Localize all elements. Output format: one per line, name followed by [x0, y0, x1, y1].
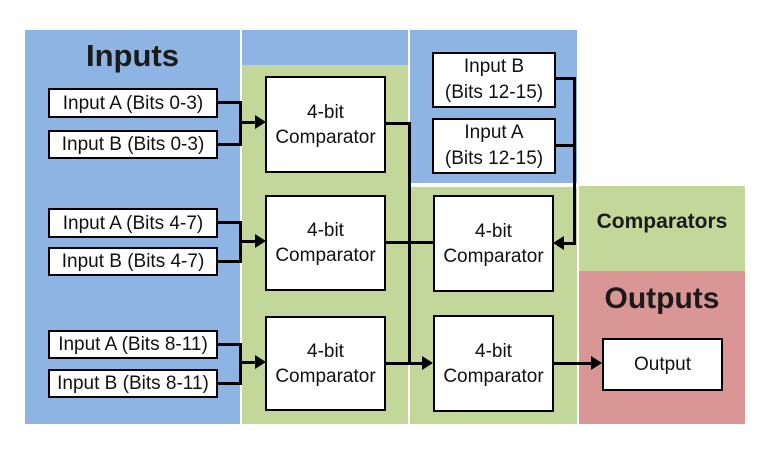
connector-line	[239, 343, 242, 385]
connector-line	[573, 77, 576, 245]
connector-line	[239, 121, 255, 124]
input-box-label: Input B	[463, 56, 525, 77]
input-box-b-8-11: Input B (Bits 8-11)	[48, 369, 218, 398]
comparator-box-5: 4-bit Comparator	[433, 315, 554, 412]
inputs-region-mid-top	[242, 30, 408, 65]
connector-line	[383, 241, 435, 244]
comparator-label: 4-bit	[475, 340, 512, 362]
input-box-b-4-7: Input B (Bits 4-7)	[48, 247, 218, 276]
comparator-box-1: 4-bit Comparator	[265, 76, 386, 173]
connector-line	[383, 362, 423, 365]
input-box-label: Input A	[464, 122, 524, 143]
input-box-b-12-15: Input B (Bits 12-15)	[432, 52, 556, 108]
comparator-label: Comparator	[275, 126, 376, 148]
comparator-label: Comparator	[443, 365, 544, 387]
connector-line	[551, 362, 592, 365]
connector-line	[216, 382, 239, 385]
connector-line	[554, 77, 576, 80]
input-box-label: (Bits 12-15)	[444, 148, 544, 169]
connector-line	[216, 343, 239, 346]
arrow-head-icon	[255, 355, 266, 369]
comparator-label: 4-bit	[307, 220, 344, 241]
comparator-label: 4-bit	[475, 220, 512, 242]
outputs-title: Outputs	[604, 282, 720, 315]
arrow-head-icon	[255, 234, 266, 248]
arrow-head-icon	[553, 236, 564, 250]
comparators-title: Comparators	[596, 210, 728, 233]
comparator-label: Comparator	[275, 365, 376, 387]
connector-line	[239, 240, 255, 243]
connector-line	[563, 242, 576, 245]
connector-line	[383, 122, 411, 125]
input-box-b-0-3: Input B (Bits 0-3)	[48, 130, 218, 159]
connector-line	[554, 144, 576, 147]
comparator-box-2: 4-bit Comparator	[265, 195, 386, 291]
comparator-label: Comparator	[443, 245, 544, 267]
input-box-a-12-15: Input A (Bits 12-15)	[432, 118, 556, 174]
arrow-head-icon	[422, 356, 433, 370]
comparator-label: 4-bit	[307, 340, 344, 362]
input-box-a-4-7: Input A (Bits 4-7)	[48, 208, 218, 238]
comparator-label: 4-bit	[307, 101, 344, 123]
input-box-label: (Bits 12-15)	[444, 82, 544, 103]
input-box-a-0-3: Input A (Bits 0-3)	[48, 88, 218, 118]
arrow-head-icon	[591, 356, 602, 370]
connector-line	[216, 221, 239, 224]
input-box-a-8-11: Input A (Bits 8-11)	[48, 330, 218, 359]
comparator-label: Comparator	[275, 245, 376, 266]
connector-line	[239, 361, 255, 364]
inputs-title: Inputs	[86, 38, 179, 73]
arrow-head-icon	[255, 115, 266, 129]
connector-line	[216, 260, 239, 263]
connector-line	[216, 101, 239, 104]
comparator-box-3: 4-bit Comparator	[265, 316, 386, 411]
comparators-region-label-area	[579, 186, 745, 271]
connector-line	[216, 143, 239, 146]
output-box: Output	[602, 338, 723, 391]
comparator-box-4: 4-bit Comparator	[433, 195, 554, 292]
